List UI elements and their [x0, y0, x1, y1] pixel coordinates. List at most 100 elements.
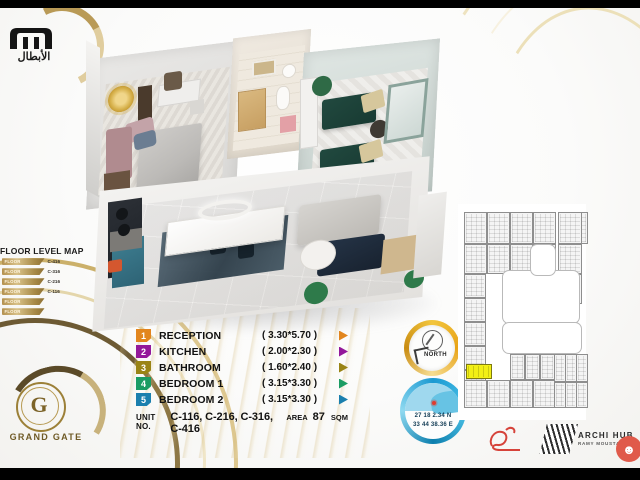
legend-room-dimensions: ( 3.30*5.70 ) — [262, 330, 318, 341]
floor-level-row: RDFLOORC-316 — [0, 268, 92, 277]
floor-bar: FLOOR — [1, 288, 45, 296]
unit-no-value: C-116, C-216, C-316, C-416 — [170, 411, 273, 435]
area-value: 87 — [312, 411, 325, 423]
key-plan-unit — [525, 354, 540, 380]
key-plan-courtyard-neck — [530, 244, 556, 276]
key-plan-unit — [558, 244, 582, 274]
key-plan-courtyard — [502, 270, 580, 324]
floor-unit-code: C-216 — [47, 279, 61, 285]
key-plan-unit — [464, 212, 487, 244]
key-plan-highlighted-unit — [466, 364, 492, 379]
key-plan-unit — [464, 244, 487, 274]
legend-row: 1 RECEPTION ( 3.30*5.70 ) — [136, 328, 348, 343]
key-plan-unit — [487, 212, 510, 244]
arabic-signature-icon — [489, 426, 520, 451]
key-plan-unit — [464, 322, 486, 346]
bathroom-toilet — [276, 85, 290, 111]
floor-ordinal: RD — [0, 269, 2, 275]
legend-row: 4 BEDROOM 1 ( 3.15*3.30 ) — [136, 376, 348, 391]
geo-map-face: 27 18 2.34 N 33 44 38.36 E — [405, 383, 461, 439]
area-unit: SQM — [330, 413, 348, 422]
legend-number: 2 — [136, 345, 151, 358]
letterbox-bottom — [0, 468, 640, 480]
bathroom-shower — [238, 88, 266, 132]
legend-room-dimensions: ( 3.15*3.30 ) — [262, 394, 318, 405]
key-plan-unit — [576, 382, 588, 408]
site-key-plan — [458, 204, 588, 420]
floor-level-row: OLFLOOR — [0, 308, 92, 317]
unit-info-line: UNIT NO. C-116, C-216, C-316, C-416 AREA… — [136, 411, 348, 435]
logo-al-abtal: الأبطال — [2, 8, 115, 99]
bedroom-2-window — [383, 78, 429, 144]
floor-level-map-rows: THFLOORC-416RDFLOORC-316NDFLOORC-216STFL… — [0, 258, 92, 317]
area-label: AREA — [286, 413, 308, 422]
legend-number: 3 — [136, 361, 151, 374]
key-plan-unit — [487, 244, 510, 274]
floor-bar: FLOOR — [1, 278, 45, 286]
key-plan-unit — [510, 380, 533, 408]
map-pin-icon — [432, 401, 436, 405]
floor-bar: FLOOR — [1, 308, 45, 316]
bedroom-1-chair — [164, 70, 182, 92]
compass-north-label: NORTH — [424, 352, 447, 358]
crown-mark-icon — [10, 28, 52, 49]
floor-level-row: THFLOORC-416 — [0, 258, 92, 267]
legend-room-name: KITCHEN — [159, 345, 207, 358]
compass-widget: NORTH — [404, 320, 460, 376]
legend-number: 1 — [136, 329, 151, 342]
key-plan-unit — [510, 354, 525, 380]
latitude-value: 27 18 2.34 N — [414, 413, 452, 419]
kitchen-produce — [108, 259, 122, 273]
key-plan-unit — [540, 354, 555, 380]
floor-level-map-title: FLOOR LEVEL MAP — [0, 246, 84, 256]
legend-rows: 1 RECEPTION ( 3.30*5.70 ) 2 KITCHEN ( 2.00*2.… — [136, 328, 348, 407]
archi-hub-subtitle: RAMY MOUSTAFA — [578, 441, 628, 446]
floor-ordinal: ND — [0, 299, 2, 305]
floor-ordinal: ST — [0, 289, 2, 295]
floor-level-map: FLOOR LEVEL MAP THFLOORC-416RDFLOORC-316… — [0, 246, 92, 316]
key-plan-unit — [510, 212, 533, 244]
legend-room-name: BEDROOM 2 — [159, 393, 224, 406]
brand-badge-icon: ☻ — [616, 436, 640, 462]
legend-arrow-icon — [339, 378, 348, 389]
legend-number: 5 — [136, 393, 151, 406]
legend-room-name: BEDROOM 1 — [159, 377, 224, 390]
logo-grand-gate: G GRAND GATE — [0, 355, 116, 468]
floor-bar: FLOOR — [1, 298, 45, 306]
key-plan-unit — [464, 380, 487, 408]
balcony — [413, 191, 447, 279]
legend-room-dimensions: ( 2.00*2.30 ) — [262, 346, 318, 357]
floor-bar: FLOOR — [1, 268, 45, 276]
legend-room-dimensions: ( 3.15*3.30 ) — [262, 378, 318, 389]
key-plan-courtyard-lower — [502, 322, 582, 354]
grand-gate-text: GRAND GATE — [9, 432, 83, 442]
key-plan-unit — [487, 380, 510, 408]
legend-room-name: BATHROOM — [159, 361, 221, 374]
bathroom-accessory — [280, 114, 296, 134]
floor-ordinal: OL — [0, 309, 2, 315]
floor-plan-sheet: الأبطال FLOOR LEVEL MAP THFLOORC-416RDFL… — [0, 8, 640, 468]
legend-number: 4 — [136, 377, 151, 390]
letterbox-top — [0, 0, 640, 8]
floor-bar: FLOOR — [1, 258, 45, 266]
logo-arabic-text: الأبطال — [17, 51, 51, 63]
key-plan-unit — [464, 298, 486, 322]
floor-unit-code: C-416 — [47, 259, 61, 265]
legend-arrow-icon — [339, 346, 348, 357]
floor-ordinal: TH — [0, 259, 2, 265]
legend-row: 5 BEDROOM 2 ( 3.15*3.30 ) — [136, 392, 348, 407]
bedroom-1-wall — [86, 40, 100, 198]
archi-hub-title: ARCHI HUB — [578, 431, 634, 440]
unit-no-label: UNIT NO. — [136, 413, 156, 431]
legend-room-name: RECEPTION — [159, 329, 222, 342]
key-plan-unit — [464, 274, 486, 298]
key-plan-unit — [576, 354, 588, 382]
archi-hub-monogram-icon — [539, 424, 578, 454]
compass-icon — [422, 330, 443, 351]
bedroom-1-nightstand — [190, 99, 204, 115]
floor-level-row: NDFLOORC-216 — [0, 278, 92, 287]
grand-gate-monogram: G — [30, 392, 48, 417]
key-plan-unit — [533, 212, 556, 244]
grand-gate-ring-outer — [16, 382, 66, 432]
